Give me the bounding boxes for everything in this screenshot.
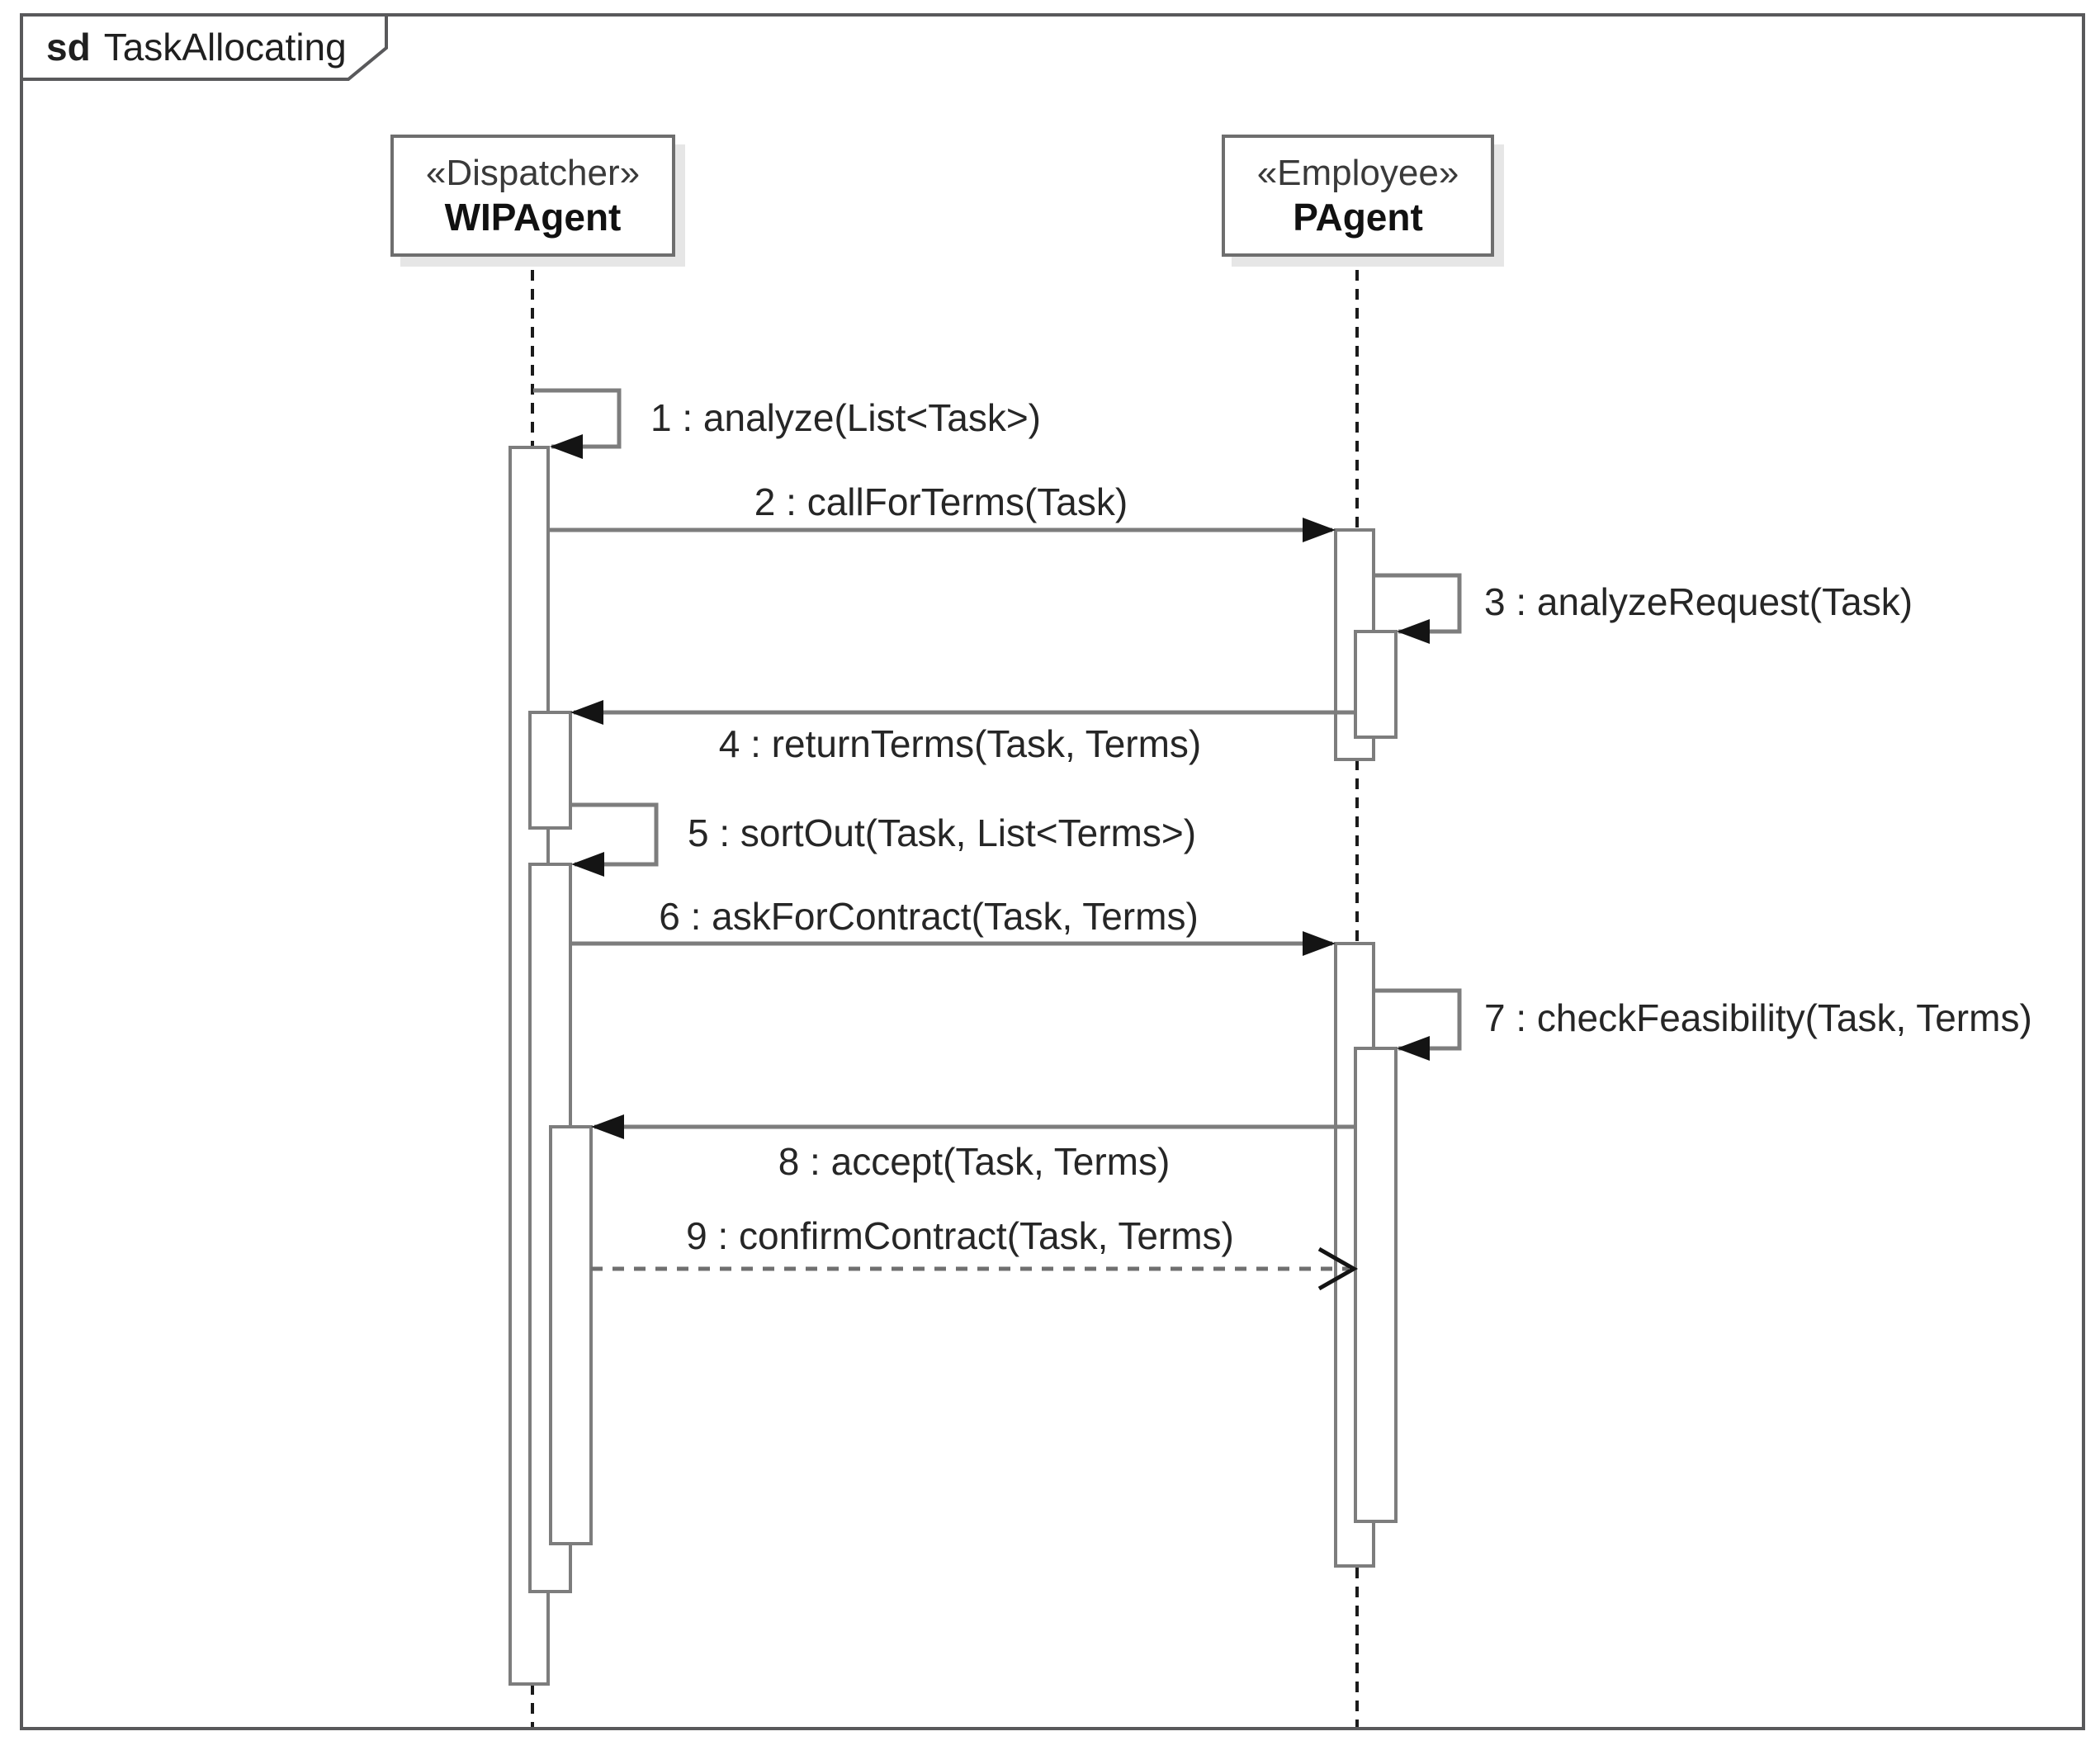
- message-7-label: 7 : checkFeasibility(Task, Terms): [1484, 996, 2032, 1039]
- message-5-arrowhead: [571, 852, 604, 877]
- message-9-open-arrowhead: [1317, 1246, 1359, 1291]
- message-5-line: [570, 802, 659, 867]
- lifeline-header-wipagent: «Dispatcher» WIPAgent: [390, 135, 675, 257]
- message-4-label: 4 : returnTerms(Task, Terms): [718, 722, 1202, 765]
- message-8-label: 8 : accept(Task, Terms): [778, 1140, 1171, 1183]
- pagent-stereotype: «Employee»: [1256, 152, 1459, 193]
- message-1-line: [533, 388, 622, 449]
- pagent-activation-2: [1354, 630, 1398, 739]
- message-1-label: 1 : analyze(List<Task>): [650, 396, 1042, 439]
- lifeline-header-pagent: «Employee» PAgent: [1222, 135, 1494, 257]
- pagent-activation-4: [1354, 1047, 1398, 1523]
- wipagent-activation-2: [528, 711, 572, 830]
- frame-keyword: sd: [46, 26, 91, 69]
- wipagent-stereotype: «Dispatcher»: [425, 152, 641, 193]
- wipagent-activation-4: [549, 1125, 593, 1545]
- message-3-arrowhead: [1397, 619, 1430, 644]
- diagram-frame: [20, 13, 2085, 1730]
- message-3-label: 3 : analyzeRequest(Task): [1484, 580, 1913, 623]
- frame-name: TaskAllocating: [103, 26, 347, 69]
- message-7-arrowhead: [1397, 1036, 1430, 1061]
- message-6-label: 6 : askForContract(Task, Terms): [659, 895, 1199, 938]
- message-6-arrowhead: [1303, 931, 1336, 956]
- message-2-label: 2 : callForTerms(Task): [754, 480, 1128, 523]
- message-5-label: 5 : sortOut(Task, List<Terms>): [688, 811, 1197, 854]
- wipagent-name: WIPAgent: [444, 195, 622, 239]
- message-9-label: 9 : confirmContract(Task, Terms): [686, 1214, 1234, 1257]
- message-8-arrowhead: [591, 1114, 624, 1139]
- message-4-arrowhead: [570, 700, 603, 725]
- message-2-arrowhead: [1303, 518, 1336, 542]
- frame-title: sd TaskAllocating: [21, 17, 401, 78]
- message-1-arrowhead: [550, 434, 583, 459]
- pagent-name: PAgent: [1293, 195, 1423, 239]
- frame-label-tab: [20, 13, 388, 81]
